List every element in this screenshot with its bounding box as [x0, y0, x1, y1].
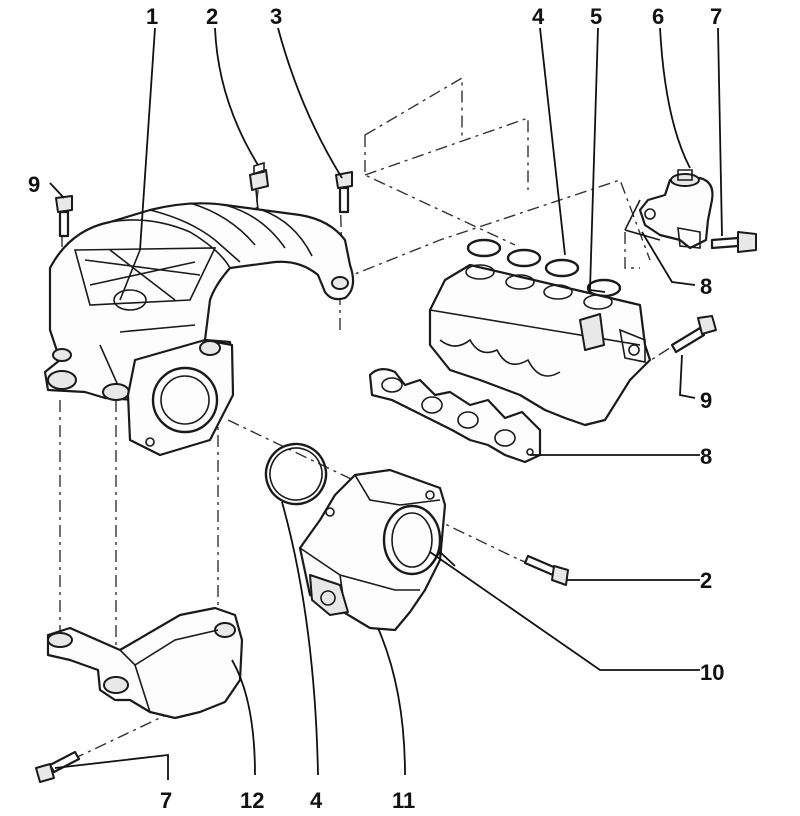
bolt-7-top — [710, 231, 757, 253]
callout-2-top: 2 — [206, 4, 218, 29]
leader-lines — [49, 27, 723, 780]
callout-10: 10 — [700, 660, 724, 685]
callout-7-bottom: 7 — [160, 788, 172, 813]
callout-9-right: 9 — [700, 388, 712, 413]
callout-6: 6 — [652, 4, 664, 29]
throttle-o-ring — [264, 442, 328, 506]
callout-3: 3 — [270, 4, 282, 29]
bolt-3 — [335, 171, 353, 214]
callout-11: 11 — [392, 788, 415, 813]
callout-8-upper: 8 — [700, 274, 712, 299]
throttle-body — [298, 468, 447, 632]
intake-manifold-upper — [43, 202, 355, 457]
callout-2-right: 2 — [700, 568, 712, 593]
callout-12: 12 — [240, 788, 264, 813]
callout-labels: 1 2 3 4 5 6 7 9 8 9 8 2 10 7 12 4 11 — [28, 4, 724, 813]
egr-valve — [624, 169, 714, 250]
bolt-2-right — [523, 554, 569, 586]
bolt-2-top — [249, 161, 269, 211]
callout-4-bottom: 4 — [310, 788, 323, 813]
bolt-9-left — [55, 195, 73, 238]
callout-7-top: 7 — [710, 4, 722, 29]
callout-9-left: 9 — [28, 172, 40, 197]
callout-8-lower: 8 — [700, 444, 712, 469]
callout-1: 1 — [146, 4, 158, 29]
callout-5: 5 — [590, 4, 602, 29]
callout-4-top: 4 — [532, 4, 545, 29]
intake-manifold-lower — [428, 263, 652, 427]
manifold-gasket — [368, 368, 542, 464]
manifold-o-rings — [466, 238, 622, 298]
support-bracket — [46, 606, 244, 720]
bolt-9-right — [670, 315, 717, 354]
